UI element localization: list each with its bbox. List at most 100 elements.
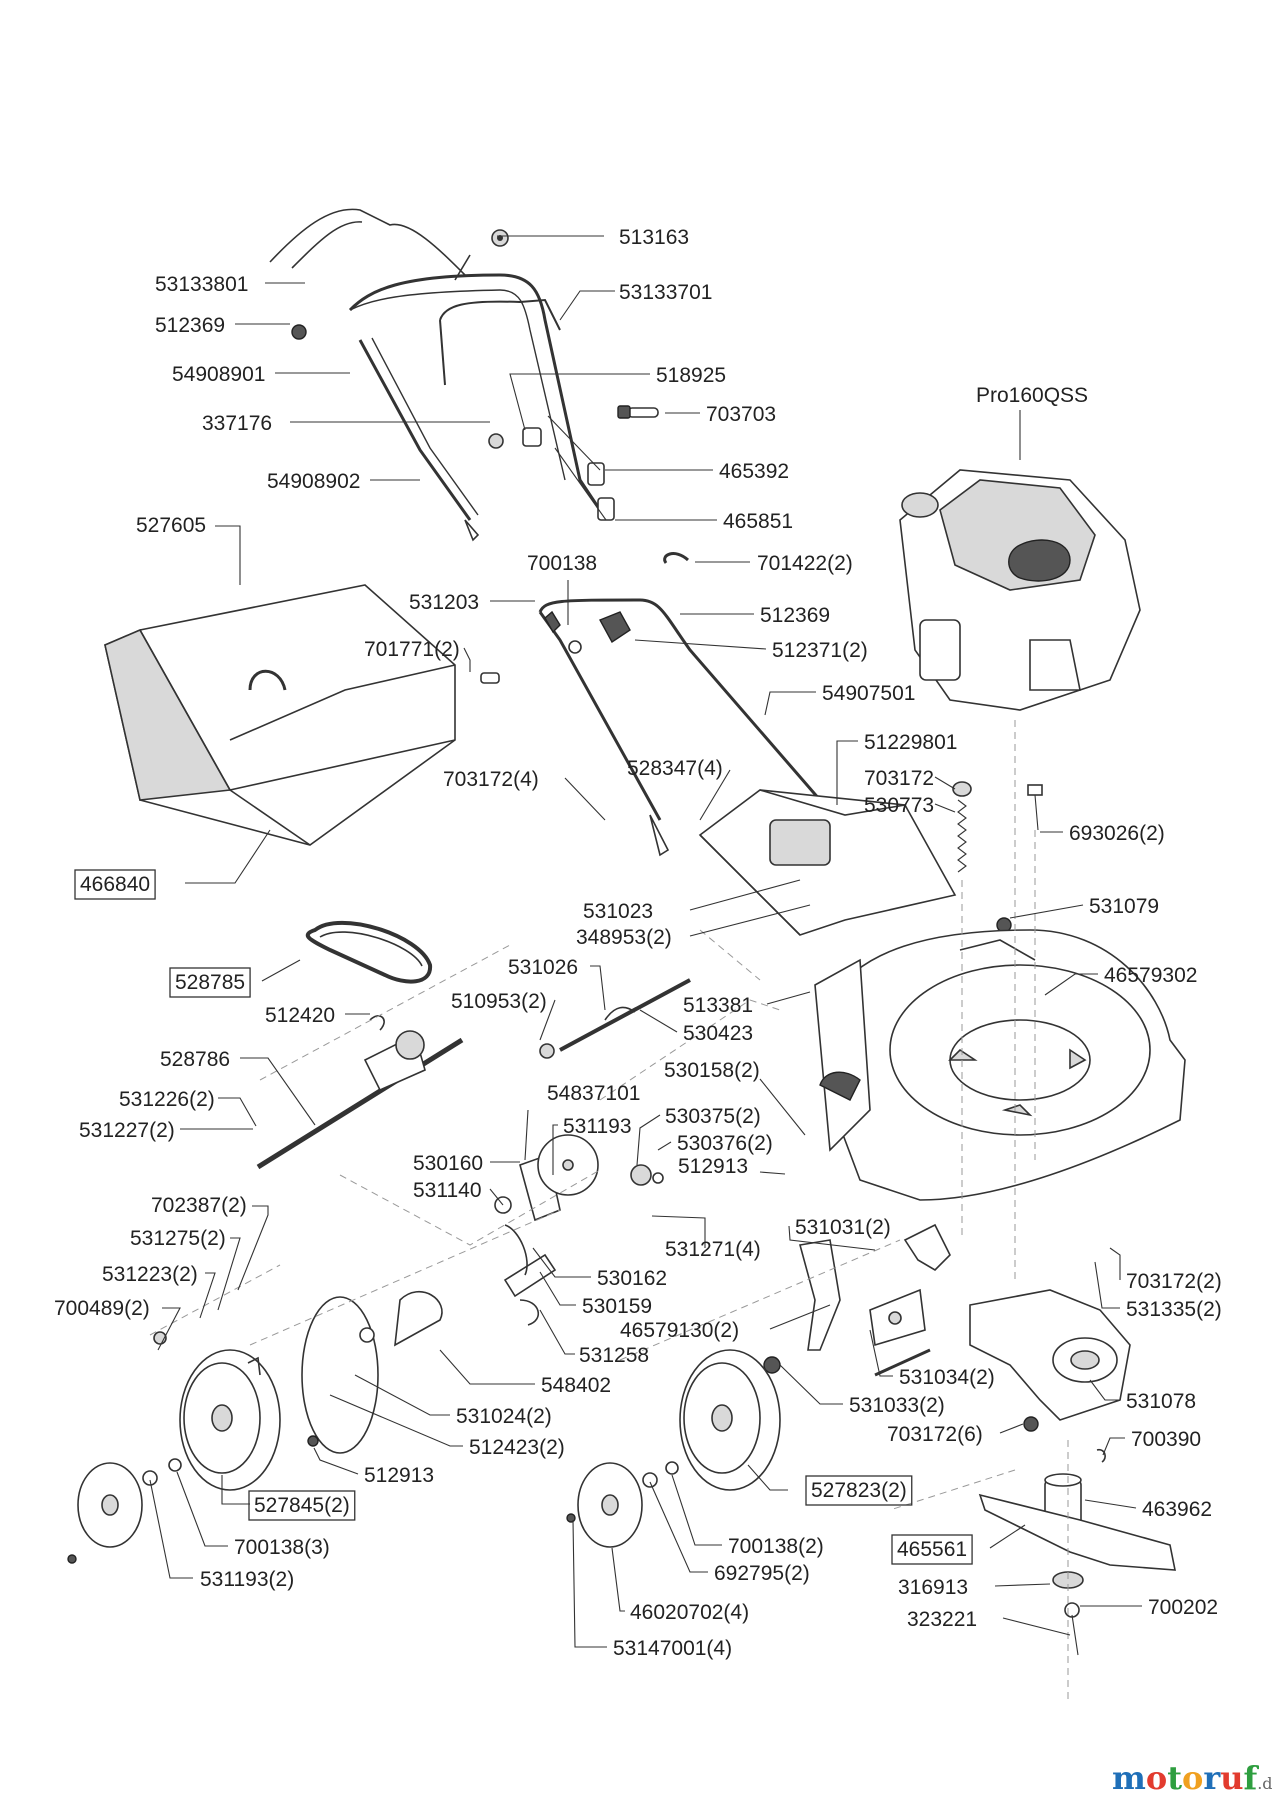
part-callout-531203: 531203: [409, 591, 535, 614]
part-callout-510953: 510953(2): [451, 990, 556, 1041]
part-callout-531079: 531079: [1009, 895, 1159, 919]
leader-line: [524, 1109, 529, 1161]
part-number-label: 531258: [579, 1344, 649, 1367]
leader-line: [572, 1519, 607, 1648]
part-callout-465392: 465392: [605, 460, 789, 483]
part-number-label: 512369: [155, 314, 225, 337]
part-number-label: 530160: [413, 1152, 483, 1175]
part-number-label: 703172(4): [443, 768, 539, 791]
part-callout-531258: 531258: [539, 1309, 649, 1367]
part-number-label: 348953(2): [576, 926, 672, 949]
part-callout-530159: 530159: [539, 1271, 652, 1318]
brand-letter: r: [1203, 1759, 1221, 1797]
part-callout-518925: 518925: [509, 364, 726, 431]
part-number-label: 531023: [583, 900, 653, 923]
leader-line: [564, 777, 606, 821]
leader-line: [649, 1481, 708, 1573]
part-callout-54908901: 54908901: [172, 363, 350, 386]
part-kit-box: [891, 1534, 973, 1565]
part-callout-466840: 466840: [74, 829, 271, 900]
part-number-label: 465392: [719, 460, 789, 483]
part-number-label: 323221: [907, 1608, 977, 1631]
part-callout-531275: 531275(2): [130, 1227, 241, 1311]
part-callout-693026: 693026(2): [1040, 822, 1165, 845]
part-callout-530160: 530160: [413, 1152, 520, 1175]
leader-line: [636, 1114, 661, 1166]
part-number-label: 316913: [898, 1576, 968, 1599]
part-number-label: 512369: [760, 604, 830, 627]
part-number-label: 531335(2): [1126, 1298, 1222, 1321]
part-callout-531026: 531026: [508, 956, 606, 1011]
part-callout-54837101: 54837101: [524, 1082, 640, 1161]
leader-line: [999, 1423, 1024, 1434]
leader-line: [552, 1124, 558, 1175]
leader-line: [590, 965, 606, 1011]
leader-line: [836, 740, 858, 805]
leader-line: [788, 1225, 876, 1251]
leader-line: [199, 1272, 216, 1319]
part-callout-512913b: 512913: [313, 1447, 434, 1487]
part-number-label: 530773: [864, 794, 934, 817]
part-callout-316913: 316913: [898, 1576, 1051, 1599]
part-callout-465561: 465561: [891, 1524, 1026, 1565]
leader-line: [261, 959, 301, 982]
part-number-label: 530159: [582, 1295, 652, 1318]
rear-axle-drawing: [256, 978, 691, 1170]
part-number-label: 465851: [723, 510, 793, 533]
deck-cover-drawing: [698, 789, 957, 936]
leader-line: [1089, 1379, 1120, 1401]
part-callout-528786: 528786: [160, 1048, 316, 1126]
part-number-label: 531026: [508, 956, 578, 979]
leader-line: [489, 1188, 504, 1206]
leader-line: [559, 290, 615, 321]
part-callout-531031: 531031(2): [788, 1216, 891, 1251]
part-number-label: 512371(2): [772, 639, 868, 662]
leader-line: [1084, 1499, 1137, 1509]
part-callout-463962: 463962: [1084, 1498, 1212, 1521]
part-kit-box: [805, 1475, 913, 1506]
leader-line: [313, 1447, 359, 1475]
part-number-label: 531031(2): [795, 1216, 891, 1239]
part-callout-531335: 531335(2): [1094, 1261, 1222, 1321]
leader-line: [766, 991, 811, 1005]
part-number-label: 518925: [656, 364, 726, 387]
part-number-label: 531193(2): [200, 1568, 294, 1591]
part-kit-box: [248, 1490, 356, 1521]
brand-letter: t: [1167, 1759, 1182, 1797]
leader-line: [157, 1307, 181, 1351]
part-callout-701771: 701771(2): [364, 638, 471, 672]
part-number-label: 53133701: [619, 281, 712, 304]
part-kit-box: [74, 869, 156, 900]
part-callout-703703: 703703: [665, 403, 776, 426]
part-callout-46579130: 46579130(2): [620, 1304, 831, 1342]
part-callout-46020702: 46020702(4): [611, 1547, 749, 1624]
leader-line: [869, 1329, 893, 1377]
part-number-label: 703172(6): [887, 1423, 983, 1446]
part-number-label: 528347(4): [627, 757, 723, 780]
part-number-label: 527845(2): [254, 1494, 350, 1517]
leader-line: [759, 1078, 806, 1136]
part-callout-513381: 513381: [683, 991, 811, 1017]
part-callout-530375: 530375(2): [636, 1105, 761, 1166]
part-number-label: 465561: [897, 1538, 967, 1561]
engine-model-label: Pro160QSS: [976, 384, 1088, 407]
part-callout-528347: 528347(4): [627, 757, 731, 821]
part-callout-702387: 702387(2): [151, 1194, 269, 1291]
part-number-label: 700138: [527, 552, 597, 575]
leader-line: [237, 1205, 269, 1291]
part-callout-337176: 337176: [202, 412, 490, 435]
leader-line: [217, 1237, 241, 1311]
part-number-label: 531203: [409, 591, 479, 614]
part-number-label: 46579302: [1104, 964, 1197, 987]
part-number-label: 54837101: [547, 1082, 640, 1105]
leader-line: [215, 525, 241, 585]
part-callout-531226: 531226(2): [119, 1088, 257, 1127]
leader-line: [934, 803, 956, 813]
part-number-label: 700138(3): [234, 1536, 330, 1559]
brand-suffix: .de: [1257, 1774, 1272, 1793]
brand-letter: o: [1146, 1759, 1167, 1797]
belt-drawing: [305, 920, 433, 984]
leader-line: [532, 1247, 591, 1278]
leader-line: [218, 1097, 257, 1127]
